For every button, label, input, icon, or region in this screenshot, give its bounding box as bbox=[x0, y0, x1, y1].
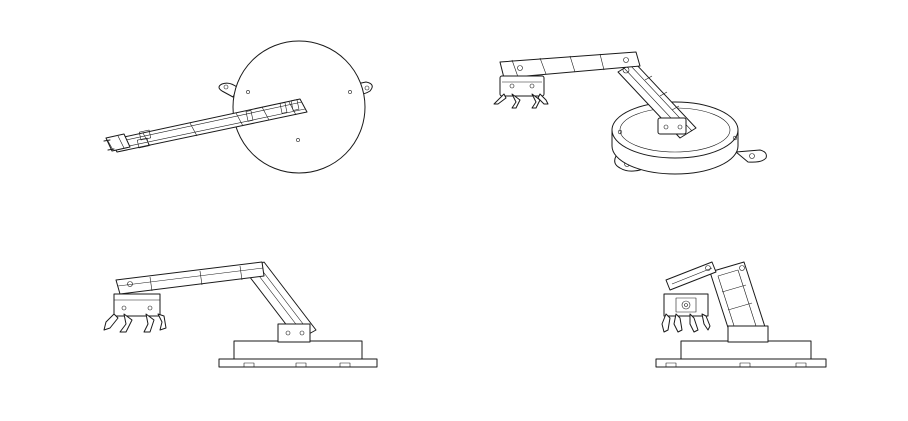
side-gripper bbox=[661, 293, 711, 333]
arm-top-projection bbox=[109, 98, 308, 153]
side-lower-arm-frame bbox=[709, 261, 769, 343]
front-lower-arm bbox=[245, 261, 317, 343]
front-upper-arm bbox=[115, 261, 265, 295]
side-upper-arm bbox=[665, 261, 717, 291]
base-mounting-lug-left bbox=[218, 82, 239, 98]
side-base bbox=[655, 340, 827, 368]
isometric-view bbox=[493, 51, 767, 175]
iso-lower-arm bbox=[617, 61, 697, 139]
side-view bbox=[655, 261, 827, 368]
iso-upper-arm bbox=[499, 51, 641, 79]
gripper-top-projection bbox=[103, 129, 152, 152]
front-base bbox=[218, 340, 378, 368]
front-view bbox=[103, 261, 378, 368]
top-view bbox=[103, 40, 373, 174]
front-gripper bbox=[103, 293, 167, 333]
iso-gripper bbox=[493, 75, 549, 109]
iso-base bbox=[611, 101, 767, 175]
